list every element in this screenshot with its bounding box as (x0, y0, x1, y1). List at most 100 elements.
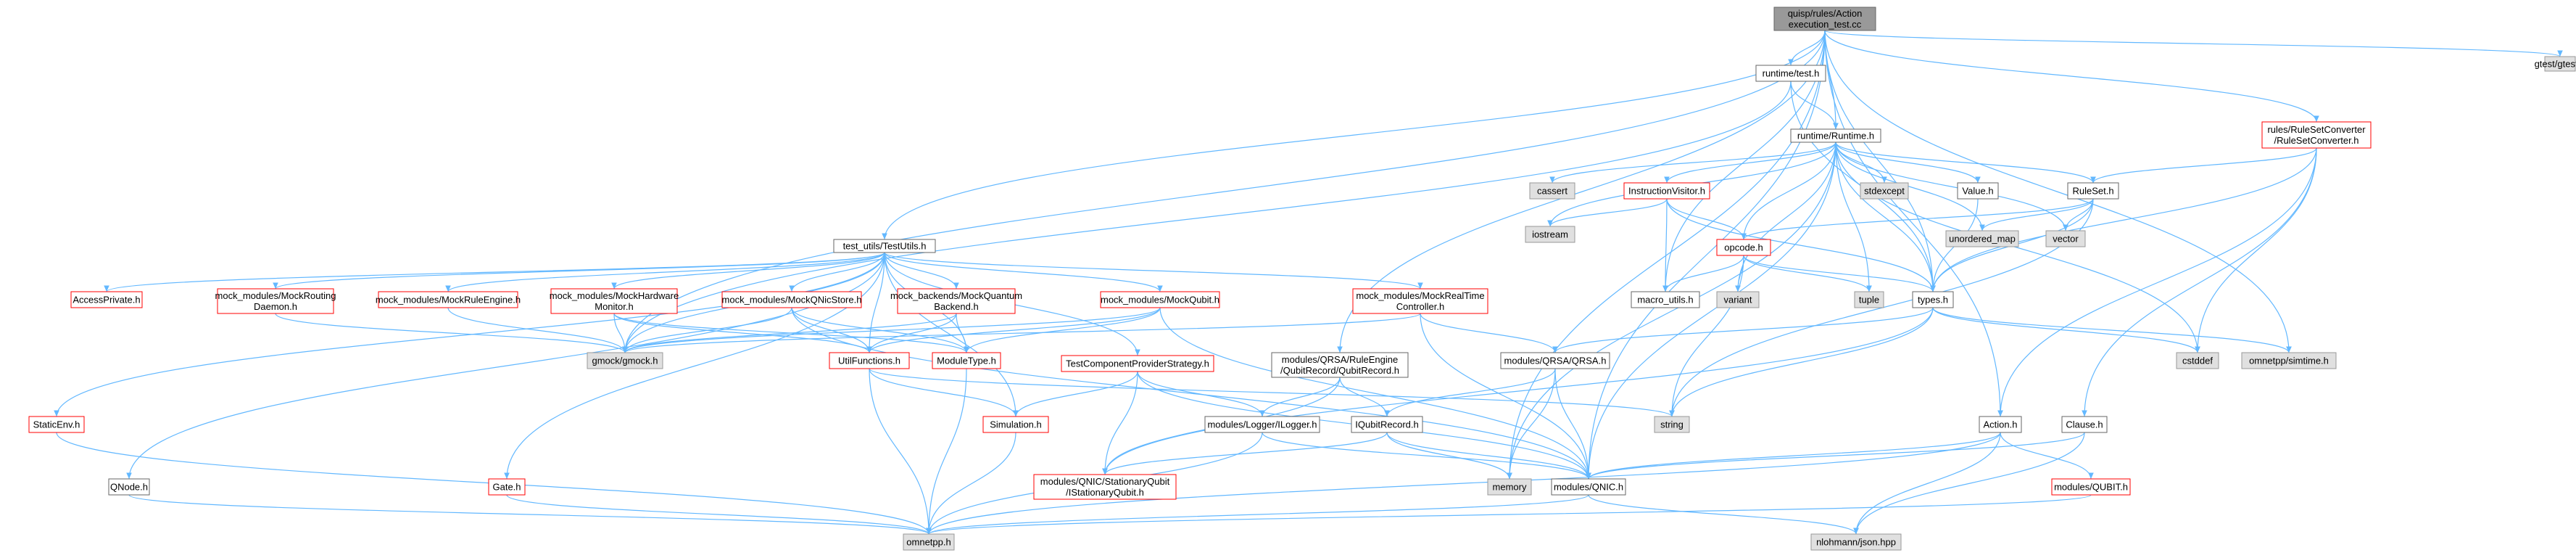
node-box-gmock[interactable] (587, 352, 663, 369)
node-iqubitrecord[interactable]: IQubitRecord.h (1351, 416, 1423, 433)
node-box-qnic[interactable] (1551, 478, 1626, 496)
node-box-mockhardware[interactable] (550, 288, 678, 314)
node-box-mockqubit[interactable] (1100, 291, 1220, 308)
node-gtest[interactable]: gtest/gtest.h (2535, 56, 2576, 72)
node-box-memory[interactable] (1487, 478, 1532, 496)
node-box-macro_utils[interactable] (1631, 291, 1700, 308)
node-box-qnode[interactable] (108, 478, 150, 496)
node-testcomponent[interactable]: TestComponentProviderStrategy.h (1061, 355, 1214, 372)
node-box-qubitrecord[interactable] (1271, 352, 1409, 378)
node-tuple[interactable]: tuple (1854, 291, 1884, 308)
node-types[interactable]: types.h (1912, 291, 1954, 308)
node-box-runtime_runtime[interactable] (1790, 128, 1881, 143)
node-box-mockquantum[interactable] (897, 288, 1016, 314)
node-runtime_test[interactable]: runtime/test.h (1755, 65, 1826, 82)
node-box-json[interactable] (1810, 533, 1902, 551)
node-gmock[interactable]: gmock/gmock.h (587, 352, 663, 369)
node-iostream[interactable]: iostream (1525, 226, 1575, 243)
node-box-qrsa[interactable] (1500, 352, 1610, 369)
node-action[interactable]: Action.h (1979, 416, 2022, 433)
node-staticenv[interactable]: StaticEnv.h (28, 416, 85, 433)
node-ruleset[interactable]: RuleSet.h (2067, 182, 2119, 200)
node-box-staticenv[interactable] (28, 416, 85, 433)
node-accessprivate[interactable]: AccessPrivate.h (70, 291, 143, 308)
node-stdexcept[interactable]: stdexcept (1860, 182, 1909, 200)
node-box-iqubitrecord[interactable] (1351, 416, 1423, 433)
node-testutils[interactable]: test_utils/TestUtils.h (833, 239, 936, 253)
node-simtime[interactable]: omnetpp/simtime.h (2241, 352, 2337, 369)
node-clause[interactable]: Clause.h (2061, 416, 2108, 433)
node-box-action[interactable] (1979, 416, 2022, 433)
node-box-testcomponent[interactable] (1061, 355, 1214, 372)
node-memory[interactable]: memory (1487, 478, 1532, 496)
node-opcode[interactable]: opcode.h (1716, 239, 1771, 256)
node-qubitrecord[interactable]: modules/QRSA/RuleEngine/QubitRecord/Qubi… (1271, 352, 1409, 378)
node-box-simtime[interactable] (2241, 352, 2337, 369)
node-box-unordered_map[interactable] (1945, 230, 2019, 247)
node-box-simulation[interactable] (982, 416, 1049, 433)
node-box-string[interactable] (1654, 416, 1690, 433)
node-qrsa[interactable]: modules/QRSA/QRSA.h (1500, 352, 1610, 369)
node-box-clause[interactable] (2061, 416, 2108, 433)
node-box-stationaryqubit[interactable] (1033, 474, 1177, 500)
node-json[interactable]: nlohmann/json.hpp (1810, 533, 1902, 551)
node-box-types[interactable] (1912, 291, 1954, 308)
node-vector[interactable]: vector (2045, 230, 2086, 247)
node-box-rulesetconverter[interactable] (2261, 121, 2372, 149)
node-instructionvisitor[interactable]: InstructionVisitor.h (1623, 182, 1710, 200)
node-value[interactable]: Value.h (1957, 182, 1999, 200)
node-gate[interactable]: Gate.h (488, 478, 526, 496)
node-qnic[interactable]: modules/QNIC.h (1551, 478, 1626, 496)
node-box-accessprivate[interactable] (70, 291, 143, 308)
node-box-gate[interactable] (488, 478, 526, 496)
node-box-value[interactable] (1957, 182, 1999, 200)
node-qnode[interactable]: QNode.h (108, 478, 150, 496)
node-box-moduletype[interactable] (932, 352, 1001, 369)
node-simulation[interactable]: Simulation.h (982, 416, 1049, 433)
node-box-cassert[interactable] (1529, 182, 1575, 200)
node-box-mockqnicstore[interactable] (721, 291, 862, 308)
node-variant[interactable]: variant (1716, 291, 1760, 308)
node-box-root[interactable] (1773, 7, 1876, 31)
node-omnetpp[interactable]: omnetpp.h (903, 533, 955, 551)
node-ilogger[interactable]: modules/Logger/ILogger.h (1204, 416, 1320, 433)
node-moduletype[interactable]: ModuleType.h (932, 352, 1001, 369)
node-box-runtime_test[interactable] (1755, 65, 1826, 82)
node-box-utilfunctions[interactable] (829, 352, 910, 369)
node-box-vector[interactable] (2045, 230, 2086, 247)
node-box-cstddef[interactable] (2176, 352, 2219, 369)
node-box-ruleset[interactable] (2067, 182, 2119, 200)
node-utilfunctions[interactable]: UtilFunctions.h (829, 352, 910, 369)
node-mockruleengine[interactable]: mock_modules/MockRuleEngine.h (376, 291, 521, 308)
node-cstddef[interactable]: cstddef (2176, 352, 2219, 369)
node-qubit[interactable]: modules/QUBIT.h (2051, 478, 2131, 496)
node-box-mockrouting[interactable] (217, 288, 334, 314)
node-unordered_map[interactable]: unordered_map (1945, 230, 2019, 247)
node-box-iostream[interactable] (1525, 226, 1575, 243)
node-mockqubit[interactable]: mock_modules/MockQubit.h (1100, 291, 1220, 308)
node-box-omnetpp[interactable] (903, 533, 955, 551)
node-box-mockruleengine[interactable] (378, 291, 518, 308)
node-box-mockrealtime[interactable] (1352, 288, 1488, 314)
node-cassert[interactable]: cassert (1529, 182, 1575, 200)
node-mockqnicstore[interactable]: mock_modules/MockQNicStore.h (721, 291, 862, 308)
node-box-variant[interactable] (1716, 291, 1760, 308)
node-box-stdexcept[interactable] (1860, 182, 1909, 200)
node-box-qubit[interactable] (2051, 478, 2131, 496)
node-box-testutils[interactable] (833, 239, 936, 253)
node-stationaryqubit[interactable]: modules/QNIC/StationaryQubit/IStationary… (1033, 474, 1177, 500)
node-rulesetconverter[interactable]: rules/RuleSetConverter/RuleSetConverter.… (2261, 121, 2372, 149)
node-runtime_runtime[interactable]: runtime/Runtime.h (1790, 128, 1881, 143)
node-box-ilogger[interactable] (1204, 416, 1320, 433)
node-string[interactable]: string (1654, 416, 1690, 433)
node-box-gtest[interactable] (2544, 56, 2576, 72)
node-box-instructionvisitor[interactable] (1623, 182, 1710, 200)
node-box-tuple[interactable] (1854, 291, 1884, 308)
node-macro_utils[interactable]: macro_utils.h (1631, 291, 1700, 308)
node-box-opcode[interactable] (1716, 239, 1771, 256)
